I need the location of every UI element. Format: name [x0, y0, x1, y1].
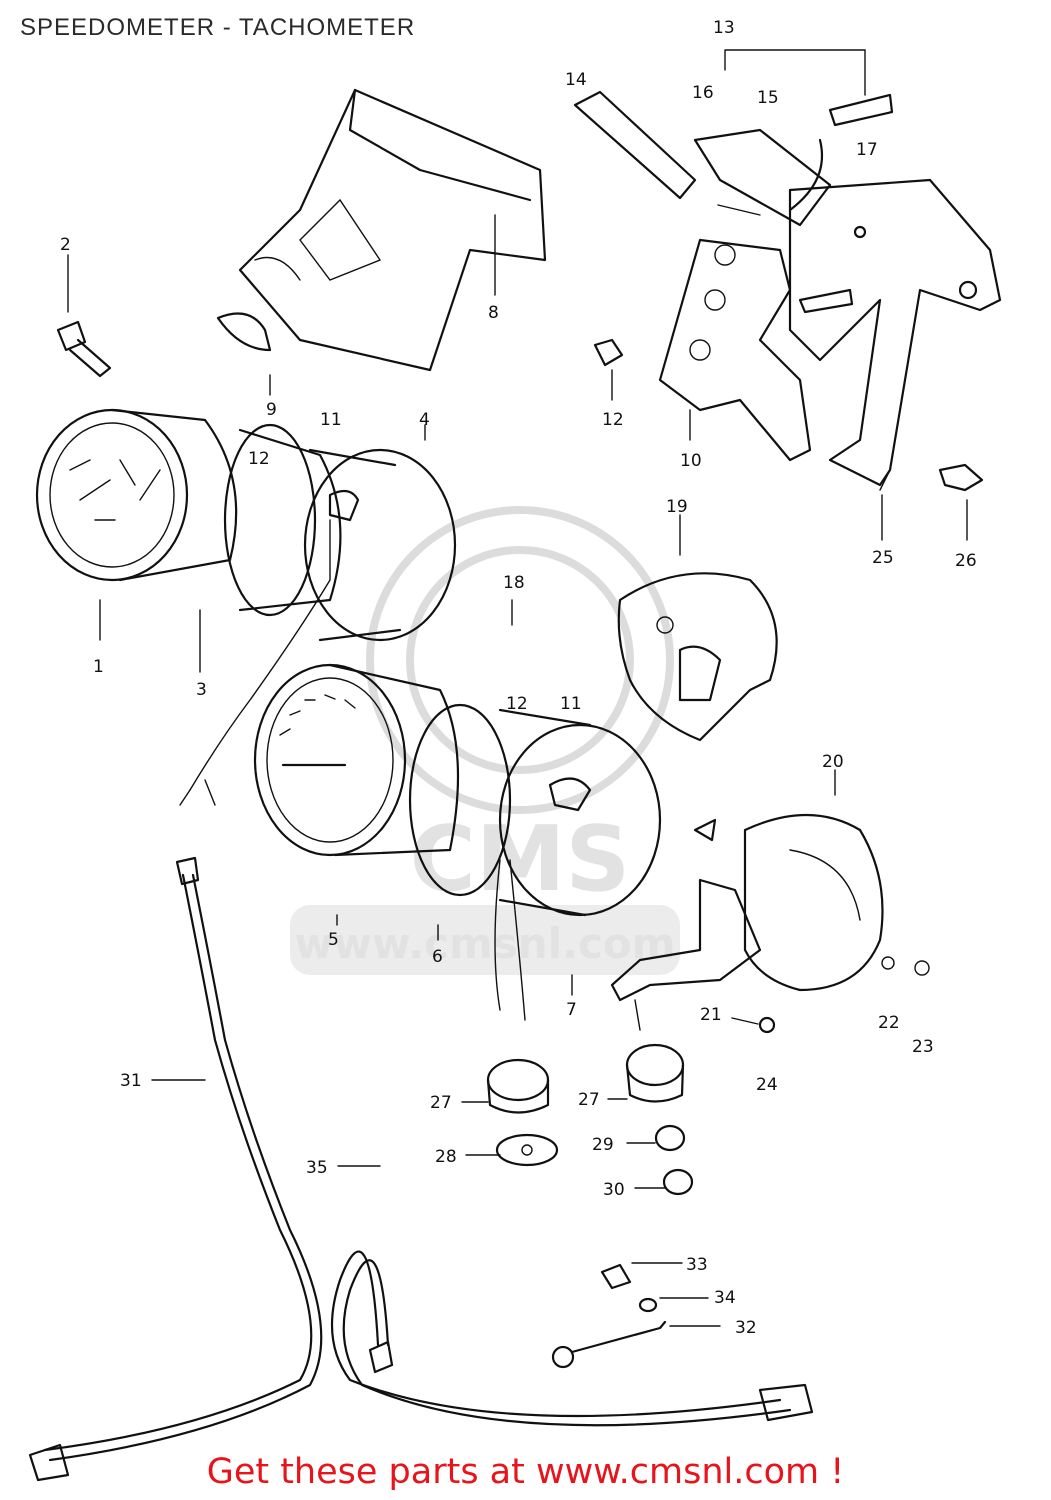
callout-23: 23	[912, 1037, 934, 1057]
meter-cup-part-19	[617, 572, 778, 742]
callout-numbers: 2 1 3 12 11 4 9 8 13 14 16 15 17 12 10 1…	[60, 18, 977, 1338]
callout-22: 22	[878, 1013, 900, 1033]
callout-12b: 12	[602, 410, 624, 430]
watermark-url-text: www.cmsnl.com	[294, 919, 675, 968]
callout-28: 28	[435, 1147, 457, 1167]
leader-lines	[67, 214, 968, 1327]
rubber-cushions	[486, 1043, 694, 1196]
callout-21: 21	[700, 1005, 722, 1025]
callout-9: 9	[266, 400, 277, 420]
meter-cover-part-8	[216, 88, 547, 372]
bolts-and-clamp	[551, 1263, 667, 1369]
bulb-part-2	[56, 320, 112, 378]
meter-bracket-part-24	[788, 178, 1002, 491]
callout-10: 10	[680, 451, 702, 471]
callout-12a: 12	[248, 449, 270, 469]
socket-plate-part-10	[658, 238, 854, 462]
meter-cup-part-20	[743, 813, 884, 992]
callout-13: 13	[713, 18, 735, 38]
callout-4: 4	[419, 410, 430, 430]
callout-19: 19	[666, 497, 688, 517]
callout-7: 7	[566, 1000, 577, 1020]
callout-18: 18	[503, 573, 525, 593]
callout-20: 20	[822, 752, 844, 772]
watermark: CMS www.cmsnl.com	[290, 506, 680, 975]
callout-3: 3	[196, 680, 207, 700]
callout-35: 35	[306, 1158, 328, 1178]
callout-14: 14	[565, 70, 587, 90]
callout-1: 1	[93, 657, 104, 677]
callout-31: 31	[120, 1071, 142, 1091]
callout-33: 33	[686, 1255, 708, 1275]
callout-2: 2	[60, 235, 71, 255]
callout-30: 30	[603, 1180, 625, 1200]
callout-32: 32	[735, 1318, 757, 1338]
mounting-bracket-arm	[610, 878, 930, 1034]
callout-29: 29	[592, 1135, 614, 1155]
small-bulbs	[593, 338, 984, 492]
callout-17: 17	[856, 140, 878, 160]
page-title: SPEEDOMETER - TACHOMETER	[20, 14, 416, 41]
callout-5: 5	[328, 930, 339, 950]
speedometer-assembly	[35, 408, 457, 806]
callout-12c: 12	[506, 694, 528, 714]
callout-26: 24	[756, 1075, 778, 1095]
callout-27a: 27	[430, 1093, 452, 1113]
callout-6: 6	[432, 947, 443, 967]
callout-8: 8	[488, 303, 499, 323]
callout-11b: 11	[560, 694, 582, 714]
callout-34: 34	[714, 1288, 736, 1308]
watermark-logo-text: CMS	[410, 807, 630, 912]
callout-25: 26	[955, 551, 977, 571]
indicator-panel-assembly	[573, 49, 894, 239]
callout-11a: 11	[320, 410, 342, 430]
callout-15: 15	[757, 88, 779, 108]
tachometer-assembly	[253, 663, 717, 1021]
callout-16: 16	[692, 83, 714, 103]
meter-cables	[28, 856, 814, 1482]
cmsnl-promo-link[interactable]: Get these parts at www.cmsnl.com !	[206, 1452, 845, 1492]
callout-27b: 27	[578, 1090, 600, 1110]
callout-24: 25	[872, 548, 894, 568]
